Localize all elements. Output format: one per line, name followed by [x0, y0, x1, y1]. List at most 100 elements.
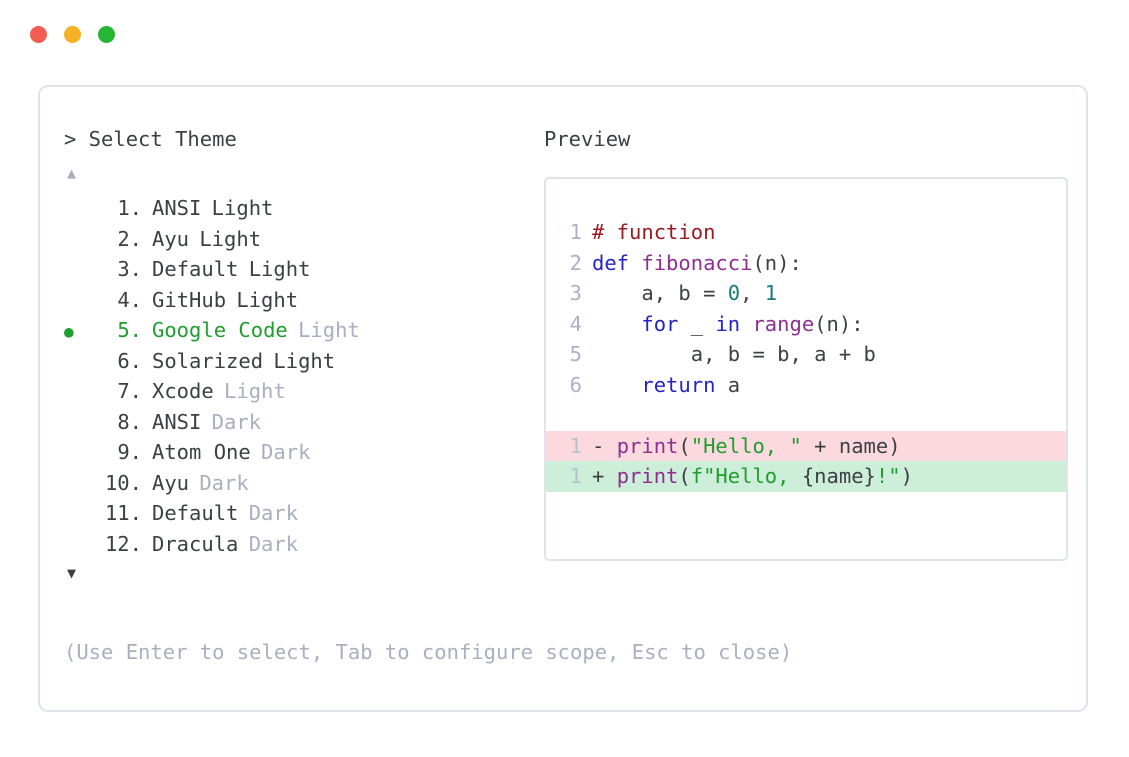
code-token: def [592, 250, 642, 275]
code-token: _ [678, 311, 716, 336]
code-line-text: + print(f"Hello, {name}!") [592, 461, 913, 492]
line-number: 1 [569, 220, 582, 244]
code-token: , [740, 281, 765, 305]
code-line-added: 1 + print(f"Hello, {name}!") [546, 461, 1066, 492]
theme-list-item[interactable]: 10. Ayu Dark [64, 468, 544, 499]
code-token: (n): [814, 311, 864, 336]
theme-name: GitHub [152, 287, 227, 312]
scroll-down-icon[interactable]: ▼ [67, 564, 77, 582]
theme-name: Default [152, 257, 239, 281]
preview-heading: Preview [544, 127, 631, 151]
code-token: + name) [801, 433, 901, 458]
theme-list-item[interactable]: 3. Default Light [64, 254, 544, 285]
code-token: for [641, 311, 679, 336]
code-token: ) [900, 464, 913, 488]
code-line-text: return a [592, 370, 740, 401]
line-number: 6 [569, 372, 582, 397]
code-line: 3 a, b = 0, 1 [546, 278, 1066, 309]
code-token: print [616, 464, 679, 488]
code-line [546, 400, 1066, 431]
code-token: print [616, 433, 679, 458]
code-line-text: a, b = 0, 1 [592, 278, 777, 309]
minimize-dot[interactable] [64, 25, 81, 43]
code-token: range [752, 311, 815, 336]
theme-index: 3. [117, 257, 142, 281]
theme-index: 7. [117, 379, 142, 403]
scroll-up-icon[interactable]: ▲ [67, 164, 77, 182]
theme-variant: Dark [248, 531, 299, 556]
theme-index: 11. [104, 501, 142, 525]
code-token: # function [592, 220, 716, 244]
code-token: ( [678, 433, 691, 458]
keyboard-hint: (Use Enter to select, Tab to configure s… [64, 640, 793, 664]
code-token: + [592, 464, 617, 488]
code-token: a [715, 372, 741, 397]
line-number: 4 [569, 311, 582, 336]
theme-list-item[interactable]: 6. Solarized Light [64, 346, 544, 377]
code-token: a, b = [592, 281, 728, 305]
code-line-text: - print("Hello, " + name) [592, 431, 901, 462]
code-token: - [592, 433, 617, 458]
code-line: 4 for _ in range(n): [546, 309, 1066, 340]
code-token: 0 [727, 281, 741, 305]
theme-list-item[interactable]: 12. Dracula Dark [64, 529, 544, 560]
code-token: 1 [764, 281, 778, 305]
theme-name: Dracula [152, 531, 239, 556]
code-token: f"Hello, [690, 464, 802, 488]
code-token [740, 312, 752, 336]
theme-list-item[interactable]: 7. Xcode Light [64, 376, 544, 407]
theme-name: Atom One [152, 440, 251, 464]
theme-name: Xcode [152, 379, 214, 403]
code-line: 6 return a [546, 370, 1066, 401]
theme-index: 9. [117, 440, 142, 464]
theme-name: Ayu [152, 226, 190, 251]
theme-name: Solarized [152, 348, 264, 373]
code-token [592, 312, 641, 336]
window-titlebar [0, 0, 1129, 68]
code-token: fibonacci [641, 250, 753, 275]
theme-name: Google Code [152, 318, 288, 342]
line-number: 5 [569, 342, 582, 366]
theme-index: 12. [104, 531, 142, 556]
prompt-heading: > Select Theme [64, 127, 237, 151]
close-dot[interactable] [30, 25, 47, 43]
code-token: a, b = b, a + b [592, 342, 876, 366]
code-line-text: def fibonacci(n): [592, 248, 802, 279]
theme-variant: Light [273, 348, 336, 373]
theme-name: ANSI [152, 409, 202, 434]
theme-index: 6. [117, 348, 142, 373]
code-token [592, 373, 641, 397]
theme-name: Ayu [152, 470, 190, 495]
theme-index: 2. [117, 226, 142, 251]
theme-index: 10. [104, 470, 142, 495]
theme-index: 5. [117, 318, 142, 342]
theme-variant: Light [248, 257, 311, 281]
selected-bullet-icon: ● [64, 322, 74, 341]
code-token: in [715, 311, 741, 336]
code-token: !" [875, 464, 901, 488]
code-token: ( [678, 464, 691, 488]
theme-variant: Light [236, 287, 299, 312]
code-line-text: # function [592, 217, 715, 248]
line-number: 1 [569, 464, 582, 488]
line-number: 3 [569, 281, 582, 305]
theme-variant: Light [224, 379, 286, 403]
code-token: (n): [752, 250, 802, 275]
code-line-removed: 1- print("Hello, " + name) [546, 430, 1066, 462]
maximize-dot[interactable] [98, 25, 115, 43]
theme-variant: Dark [199, 470, 249, 495]
